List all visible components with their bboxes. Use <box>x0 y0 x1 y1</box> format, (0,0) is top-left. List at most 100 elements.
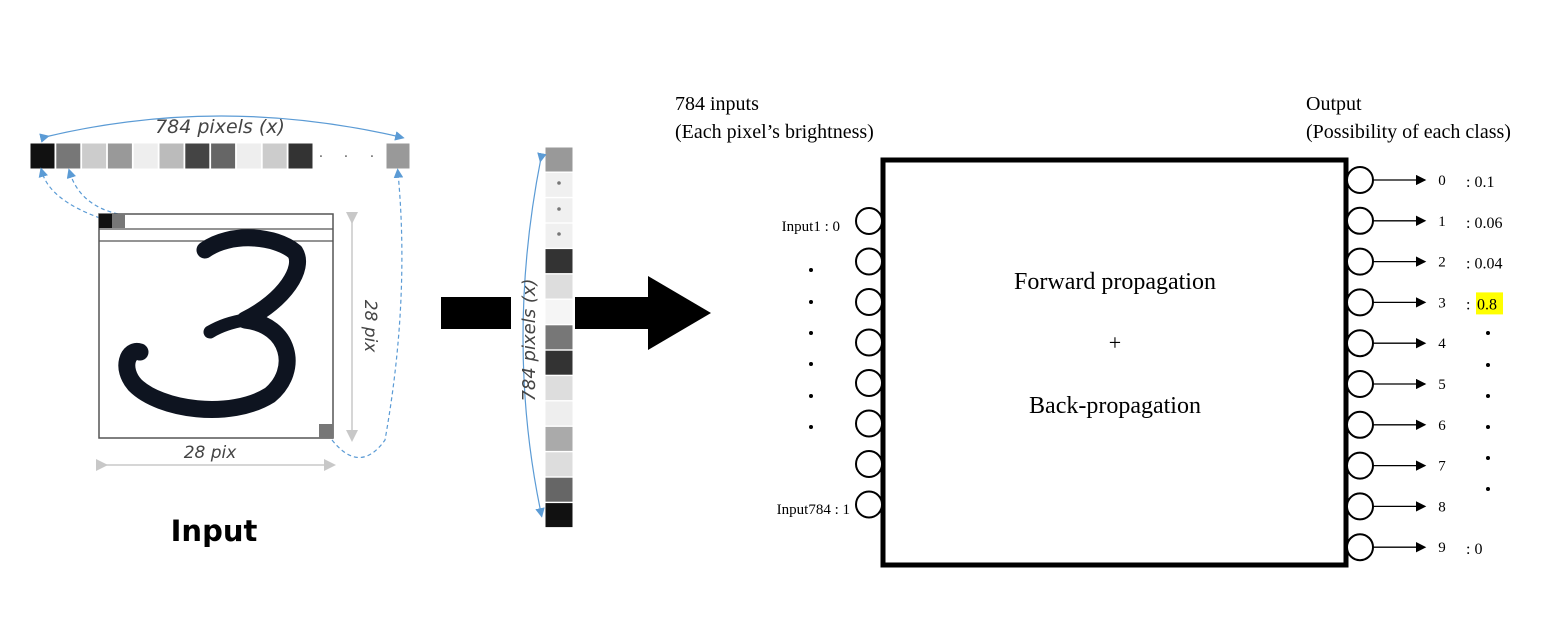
strip-last-pixel <box>385 142 411 170</box>
output-prob-colon: : <box>1466 296 1470 313</box>
input-label: Input <box>171 514 258 548</box>
input-ellipsis-dot <box>809 362 813 366</box>
strip-pixel <box>158 142 185 170</box>
input-ellipsis-dot <box>809 300 813 304</box>
strip-pixel <box>55 142 82 170</box>
column-pixel <box>544 146 574 173</box>
column-dot <box>557 232 561 236</box>
output-class-label: 4 <box>1438 336 1446 352</box>
strip-pixel <box>210 142 237 170</box>
inputs-title-line1: 784 inputs <box>675 93 759 115</box>
input-node <box>855 450 883 478</box>
arrow-tail <box>441 297 511 329</box>
column-span-arrow <box>522 152 547 518</box>
input-last-label: Input784 : 1 <box>777 502 850 518</box>
column-pixel <box>544 375 574 402</box>
digit-three-stroke <box>118 229 306 418</box>
column-pixel <box>544 298 574 325</box>
output-class-label: 2 <box>1438 255 1446 271</box>
strip-pixel <box>261 142 288 170</box>
pixels-caption: 784 pixels (x) <box>155 116 285 138</box>
box-plus-label: + <box>1109 330 1121 355</box>
column-pixel <box>544 171 574 198</box>
strip-pixel <box>287 142 314 170</box>
output-class-label: 6 <box>1438 418 1446 434</box>
column-pixel <box>544 476 574 503</box>
column-pixel <box>544 502 574 529</box>
column-caption: 784 pixels (x) <box>519 278 540 401</box>
output-ellipsis-dot <box>1486 394 1490 398</box>
output-class-label: 7 <box>1438 459 1446 475</box>
height-caption: 28 pix <box>360 300 380 354</box>
input-node <box>855 369 883 397</box>
output-ellipsis <box>1486 331 1490 491</box>
output-node <box>1346 533 1374 562</box>
strip-pixel <box>106 142 133 170</box>
pixels-span-arrow <box>39 115 405 143</box>
strip-pixel <box>29 142 56 170</box>
first-pixel-link <box>38 167 101 219</box>
output-title-line2: (Possibility of each class) <box>1306 121 1511 143</box>
output-ellipsis-dot <box>1486 363 1490 367</box>
column-pixel <box>544 349 574 376</box>
output-ellipsis-dot <box>1486 487 1490 491</box>
digit-image <box>98 213 334 439</box>
output-title-line1: Output <box>1306 93 1362 115</box>
arrow-body <box>575 297 650 329</box>
input-ellipsis-dot <box>809 394 813 398</box>
input-nodes <box>855 207 883 519</box>
output-ellipsis-dot <box>1486 456 1490 460</box>
width-caption: 28 pix <box>184 443 238 463</box>
input-node <box>855 207 883 235</box>
network-box <box>880 157 1349 568</box>
output-class-label: 1 <box>1438 214 1446 230</box>
column-dot <box>557 181 561 185</box>
column-pixel <box>544 425 574 452</box>
column-pixel <box>544 451 574 478</box>
output-class-label: 5 <box>1438 377 1446 393</box>
input-node <box>855 490 883 519</box>
box-backprop-label: Back-propagation <box>1029 393 1201 419</box>
column-pixel <box>544 400 574 427</box>
input-ellipsis <box>809 268 813 429</box>
output-class-label: 0 <box>1438 173 1446 189</box>
strip-dot-3: · <box>370 149 374 165</box>
column-pixel <box>544 324 574 351</box>
pixel-column-strip <box>544 146 574 529</box>
output-node <box>1346 410 1374 439</box>
output-ellipsis-dot <box>1486 331 1490 335</box>
output-node <box>1346 288 1374 317</box>
column-dot <box>557 207 561 211</box>
input-node <box>855 328 883 357</box>
box-forward-label: Forward propagation <box>1014 269 1216 295</box>
strip-dot-2: · <box>344 149 348 165</box>
strip-pixel <box>184 142 211 170</box>
output-node <box>1346 247 1374 276</box>
output-prob-label: : 0.04 <box>1466 256 1502 273</box>
output-class-label: 8 <box>1438 499 1446 515</box>
output-prob-label: 0.8 <box>1477 296 1497 313</box>
output-node <box>1346 370 1374 398</box>
strip-pixel <box>81 142 108 170</box>
output-class-label: 3 <box>1438 295 1446 311</box>
strip-dot-1: · <box>319 149 323 165</box>
pixel-row-strip <box>29 142 314 170</box>
output-prob-label: : 0.06 <box>1466 215 1502 232</box>
column-pixel <box>544 273 574 300</box>
input-node <box>855 288 883 316</box>
input-node <box>855 409 883 438</box>
output-ellipsis-dot <box>1486 425 1490 429</box>
output-prob-highlight <box>1476 292 1503 315</box>
strip-pixel <box>132 142 159 170</box>
input-first-label: Input1 : 0 <box>782 219 840 235</box>
arrow-head <box>648 276 711 350</box>
input-ellipsis-dot <box>809 331 813 335</box>
input-ellipsis-dot <box>809 268 813 272</box>
output-node <box>1346 492 1374 521</box>
input-ellipsis-dot <box>809 425 813 429</box>
strip-pixel <box>235 142 262 170</box>
last-pixel-link <box>331 168 404 458</box>
output-class-label: 9 <box>1438 540 1446 556</box>
